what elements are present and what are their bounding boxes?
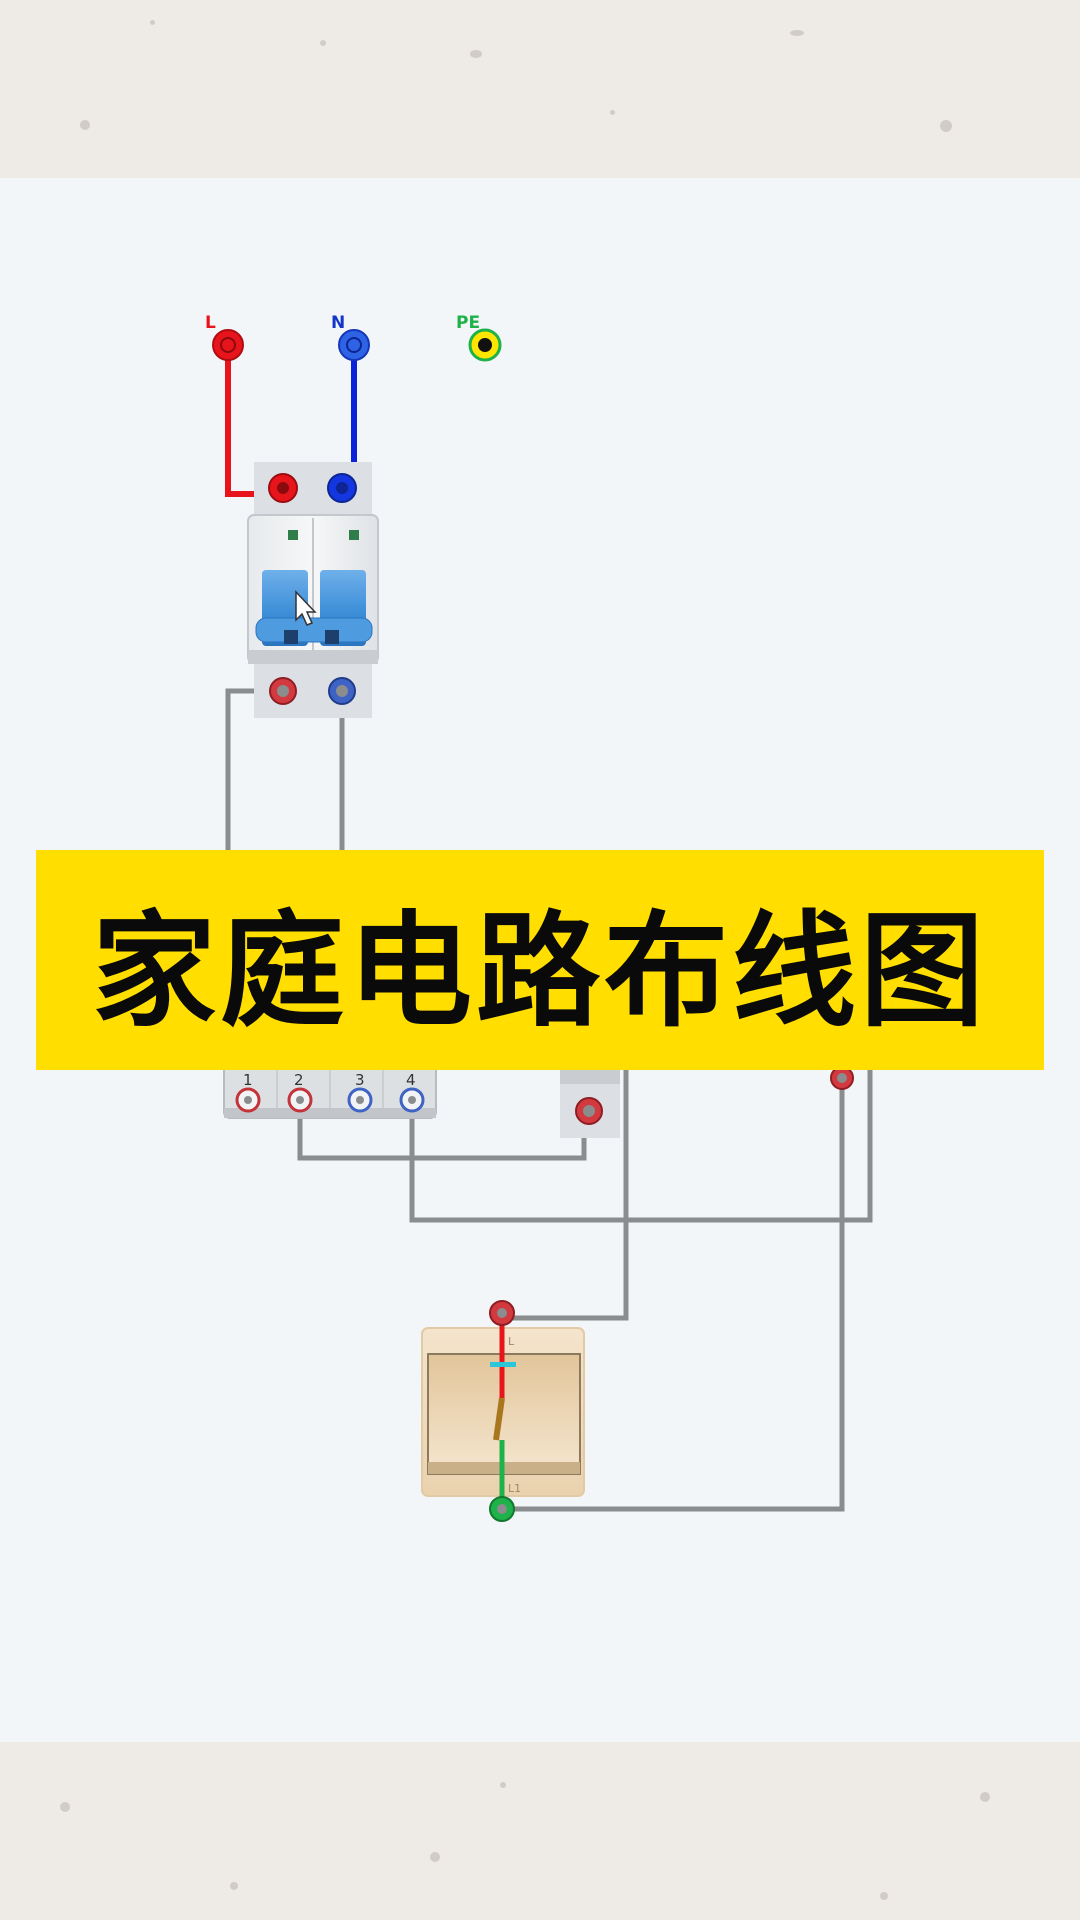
breaker-live-in-terminal[interactable] (268, 473, 298, 503)
block-label-2: 2 (294, 1071, 304, 1089)
block-label-4: 4 (406, 1071, 416, 1089)
wire-switch-L1-to-right (502, 1078, 845, 1512)
switch-L-terminal[interactable] (489, 1300, 515, 1326)
switch-L1-terminal[interactable] (489, 1496, 515, 1522)
middle-device-terminal[interactable] (575, 1097, 603, 1125)
right-device-terminal[interactable] (830, 1066, 854, 1090)
block-terminal-1[interactable] (235, 1087, 261, 1113)
breaker-live-out-terminal[interactable] (269, 677, 297, 705)
live-label: L (205, 313, 216, 333)
earth-terminal[interactable] (468, 328, 502, 362)
paper-texture-top (0, 0, 1080, 178)
circuit-breaker[interactable] (247, 462, 379, 718)
breaker-neutral-out-terminal[interactable] (328, 677, 356, 705)
wire-block4-to-right (409, 1000, 873, 1223)
page-title: 家庭电路布线图 (91, 900, 988, 1044)
switch-blade (493, 1397, 505, 1441)
title-banner: 家庭电路布线图 (36, 850, 1044, 1070)
block-terminal-2[interactable] (287, 1087, 313, 1113)
neutral-terminal[interactable] (338, 329, 370, 361)
block-terminal-3[interactable] (347, 1087, 373, 1113)
neutral-label: N (331, 313, 345, 333)
block-label-3: 3 (355, 1071, 365, 1089)
block-label-1: 1 (243, 1071, 253, 1089)
switch-out-label: L1 (508, 1482, 521, 1495)
mouse-cursor-icon (295, 590, 317, 626)
breaker-neutral-in-terminal[interactable] (327, 473, 357, 503)
earth-label: PE (456, 313, 480, 333)
wire-device-to-switch-L (502, 1060, 629, 1321)
switch-contact-indicator (490, 1362, 516, 1367)
switch-in-label: L (508, 1335, 515, 1348)
block-terminal-4[interactable] (399, 1087, 425, 1113)
live-terminal[interactable] (212, 329, 244, 361)
paper-texture-bottom (0, 1742, 1080, 1920)
middle-device (560, 1060, 620, 1138)
